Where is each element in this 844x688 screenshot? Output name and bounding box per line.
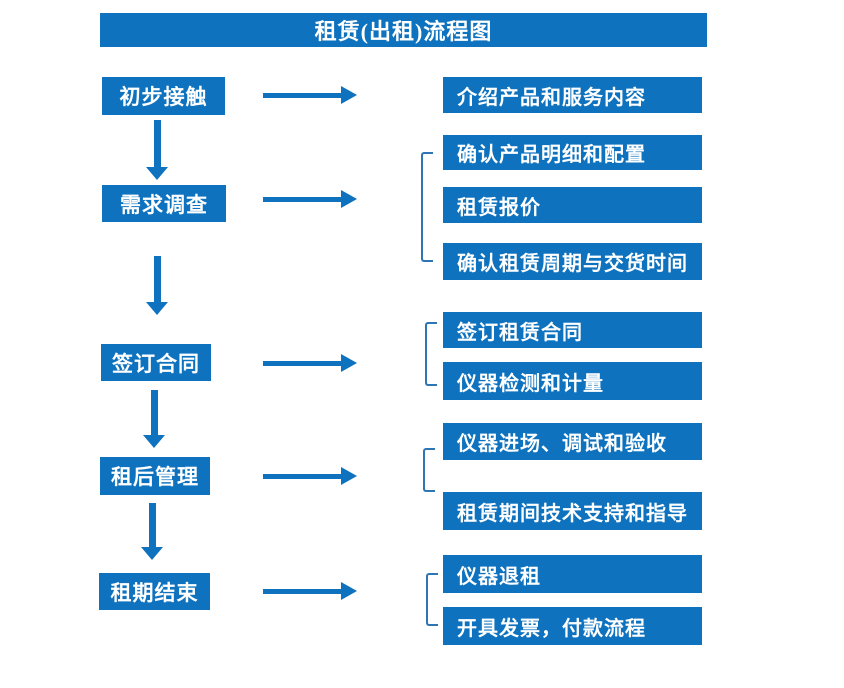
right-arrow-2: [263, 190, 357, 208]
down-arrow-head: [146, 167, 168, 180]
right-arrow-5: [263, 582, 357, 600]
down-arrow-head: [141, 547, 163, 560]
detail-box-confirm-product-config: 确认产品明细和配置: [443, 135, 702, 170]
detail-box-instrument-setup-acceptance: 仪器进场、调试和验收: [443, 423, 702, 460]
stage-box-initial-contact: 初步接触: [102, 77, 225, 115]
detail-box-instrument-return: 仪器退租: [443, 555, 702, 593]
right-arrow-shaft: [263, 196, 341, 202]
group-bracket-demand-survey: [421, 152, 433, 262]
down-arrow-1: [146, 120, 168, 180]
right-arrow-3: [263, 354, 357, 372]
stage-box-demand-survey: 需求调查: [102, 185, 226, 222]
right-arrow-4: [263, 467, 357, 485]
group-bracket-lease-end: [426, 573, 438, 626]
group-bracket-post-rental: [423, 448, 435, 492]
detail-box-technical-support: 租赁期间技术支持和指导: [443, 492, 702, 530]
detail-box-confirm-period-delivery: 确认租赁周期与交货时间: [443, 243, 702, 280]
right-arrow-head: [341, 86, 357, 104]
down-arrow-head: [146, 302, 168, 315]
right-arrow-head: [341, 190, 357, 208]
right-arrow-head: [341, 467, 357, 485]
right-arrow-shaft: [263, 588, 341, 594]
down-arrow-2: [146, 256, 168, 315]
group-bracket-sign-contract: [425, 322, 437, 386]
detail-box-sign-rental-contract: 签订租赁合同: [443, 312, 702, 348]
detail-box-rental-quotation: 租赁报价: [443, 187, 702, 223]
down-arrow-shaft: [148, 503, 156, 547]
down-arrow-shaft: [153, 256, 161, 302]
right-arrow-1: [263, 86, 357, 104]
stage-box-lease-end: 租期结束: [99, 573, 210, 610]
detail-box-invoice-payment: 开具发票，付款流程: [443, 607, 702, 645]
flowchart-title: 租赁(出租)流程图: [100, 13, 707, 47]
right-arrow-shaft: [263, 360, 341, 366]
right-arrow-head: [341, 582, 357, 600]
stage-box-post-rental-management: 租后管理: [100, 457, 210, 495]
stage-box-sign-contract: 签订合同: [101, 344, 211, 381]
down-arrow-shaft: [150, 390, 158, 435]
down-arrow-shaft: [153, 120, 161, 167]
down-arrow-4: [141, 503, 163, 560]
right-arrow-shaft: [263, 92, 341, 98]
right-arrow-head: [341, 354, 357, 372]
right-arrow-shaft: [263, 473, 341, 479]
down-arrow-head: [143, 435, 165, 448]
detail-box-instrument-testing: 仪器检测和计量: [443, 362, 702, 400]
down-arrow-3: [143, 390, 165, 448]
detail-box-introduce-products: 介绍产品和服务内容: [443, 77, 702, 113]
